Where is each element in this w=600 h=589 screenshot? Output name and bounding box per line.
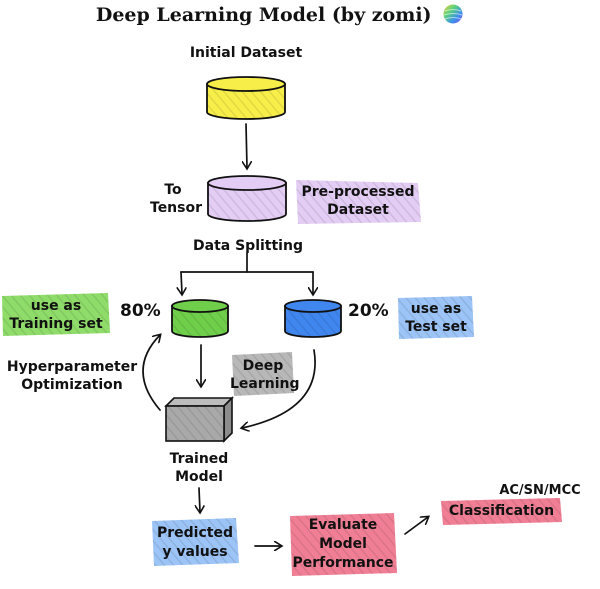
deep-learning-line-1: Deep	[242, 358, 284, 374]
arrow-test-to-model	[242, 349, 316, 428]
trained-model-label: Trained Model	[164, 450, 234, 486]
test-set-label: use as Test set	[398, 300, 474, 336]
hyperparameter-label: Hyperparameter Optimization	[4, 358, 140, 394]
arrow-hyperparameter-loop	[142, 335, 160, 411]
predicted-line-1: Predicted	[157, 525, 233, 541]
training-set-line-1: use as	[30, 298, 82, 314]
evaluate-line-2: Model	[319, 536, 367, 552]
diagram-title: Deep Learning Model (by zomi)	[0, 3, 560, 26]
preprocessed-line-1: Pre-processed	[301, 184, 415, 200]
test-cylinder	[284, 299, 342, 338]
to-tensor-line-1: To	[164, 182, 182, 198]
trained-model-line-2: Model	[175, 469, 223, 485]
evaluate-line-3: Performance	[292, 555, 394, 571]
hyperparameter-line-1: Hyperparameter	[6, 359, 138, 375]
metrics-label: AC/SN/MCC	[499, 483, 581, 498]
deep-learning-line-2: Learning	[230, 376, 300, 392]
predicted-label: Predicted y values	[152, 524, 238, 562]
arrow-model-to-predicted	[199, 487, 200, 512]
preprocessed-line-2: Dataset	[327, 202, 389, 218]
initial-dataset-label: Initial Dataset	[189, 45, 303, 61]
deep-learning-highlight	[232, 352, 294, 396]
preprocessed-highlight	[296, 180, 421, 224]
test-percent: 20%	[348, 301, 389, 321]
arrow-initial-to-tensor	[246, 123, 247, 168]
deep-learning-label: Deep Learning	[230, 357, 300, 393]
to-tensor-line-2: Tensor	[150, 200, 203, 216]
tensor-cylinder	[207, 175, 287, 222]
classification-label: Classification	[448, 503, 555, 519]
train-percent: 80%	[120, 301, 161, 321]
evaluate-line-1: Evaluate	[308, 517, 378, 533]
training-cylinder	[171, 299, 229, 338]
training-set-label: use as Training set	[3, 297, 109, 333]
data-splitting-label: Data Splitting	[193, 238, 303, 254]
evaluate-label: Evaluate Model Performance	[290, 516, 396, 573]
hyperparameter-line-2: Optimization	[21, 377, 123, 393]
predicted-line-2: y values	[162, 544, 228, 560]
training-set-line-2: Training set	[9, 316, 103, 332]
training-set-highlight	[2, 293, 110, 336]
test-set-line-2: Test set	[405, 319, 467, 335]
trained-model-line-1: Trained	[169, 451, 229, 467]
trained-model-box	[164, 396, 234, 443]
test-set-highlight	[398, 296, 474, 339]
arrow-split-to-train	[181, 271, 182, 294]
diagram-title-text: Deep Learning Model (by zomi)	[95, 4, 432, 26]
planet-emoji-icon	[443, 4, 463, 24]
arrow-evaluate-to-classification	[404, 517, 428, 535]
initial-dataset-cylinder	[206, 76, 286, 120]
preprocessed-label: Pre-processed Dataset	[296, 183, 420, 219]
classification-highlight	[441, 498, 562, 525]
predicted-highlight	[152, 518, 239, 566]
evaluate-highlight	[290, 513, 397, 576]
to-tensor-label: To Tensor	[150, 181, 203, 217]
test-set-line-1: use as	[410, 301, 462, 317]
